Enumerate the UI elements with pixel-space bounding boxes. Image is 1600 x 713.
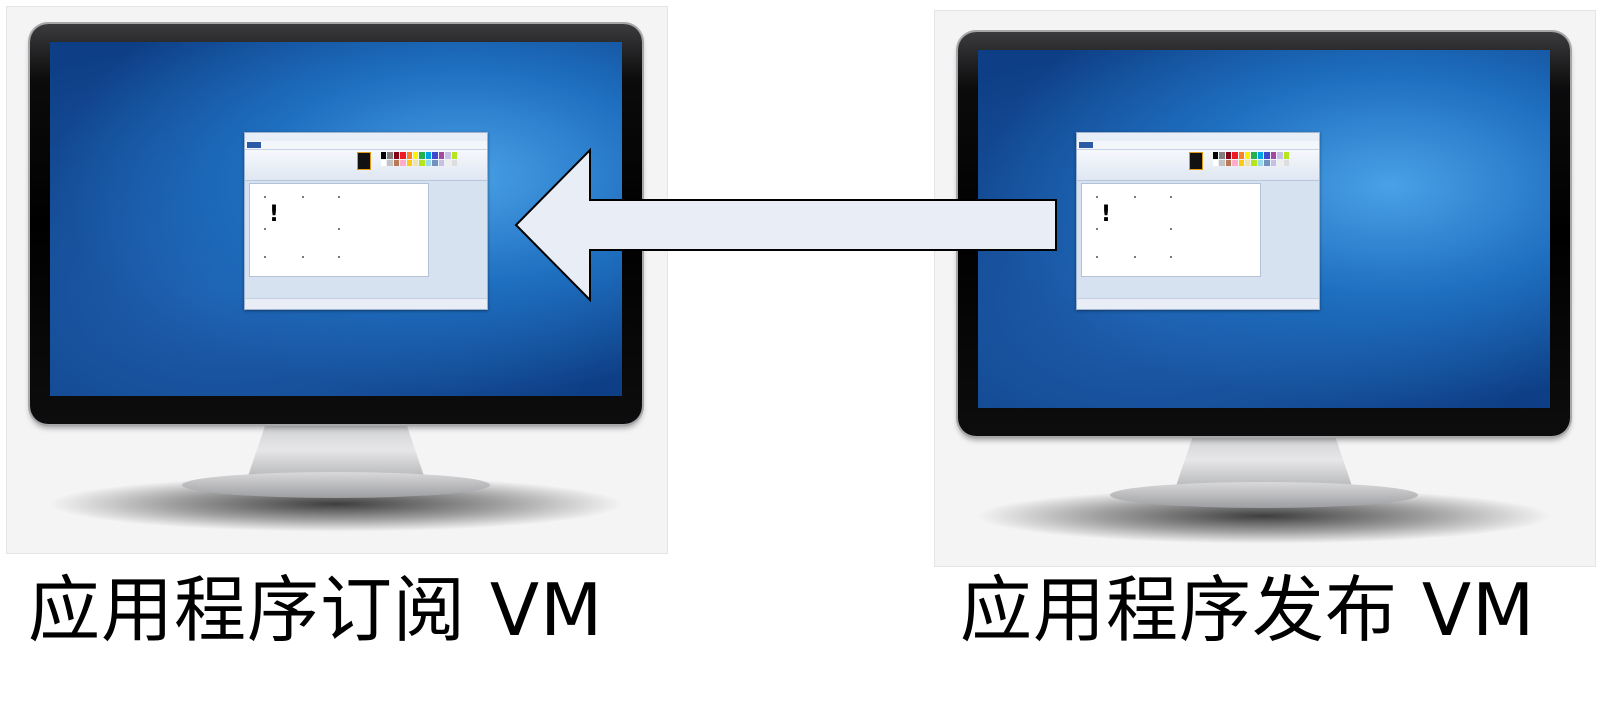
- paint-window-icon: !: [244, 132, 488, 310]
- publisher-monitor-icon: !: [934, 10, 1594, 565]
- flow-arrow: [514, 147, 1057, 303]
- monitor-stand-neck: [1176, 434, 1352, 486]
- monitor-stand-base: [1110, 482, 1418, 508]
- subscriber-vm-caption: 应用程序订阅 VM: [28, 568, 604, 652]
- monitor-stand-base: [182, 472, 490, 498]
- monitor-stand-neck: [248, 424, 424, 476]
- publisher-vm-caption: 应用程序发布 VM: [960, 568, 1536, 652]
- paint-window-icon: !: [1076, 132, 1320, 310]
